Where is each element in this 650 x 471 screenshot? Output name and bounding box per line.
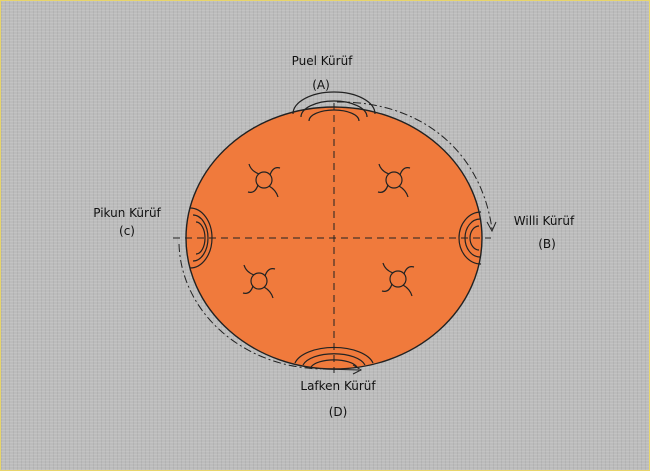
arrowhead-lower-left-icon (352, 364, 363, 375)
label-right-name: Willi Kürüf (513, 214, 575, 228)
gate-right-icon (458, 211, 482, 265)
arrowhead-upper-right-icon (486, 221, 497, 233)
label-left-letter: (c) (119, 224, 135, 238)
arrow-tail-lower-left (322, 368, 360, 371)
circulation-arrow-lower-left (178, 243, 322, 370)
label-bottom-name: Lafken Kürüf (300, 379, 376, 393)
gate-bottom-icon (294, 346, 374, 368)
label-top-letter: (A) (312, 78, 330, 92)
label-bottom-letter: (D) (328, 405, 348, 419)
label-top-name: Puel Kürüf (291, 54, 353, 68)
label-right-letter: (B) (538, 237, 556, 251)
label-left-name: Pikun Kürüf (93, 206, 161, 220)
circulation-arrow-upper-right (336, 101, 493, 230)
gate-left-icon (189, 207, 213, 269)
